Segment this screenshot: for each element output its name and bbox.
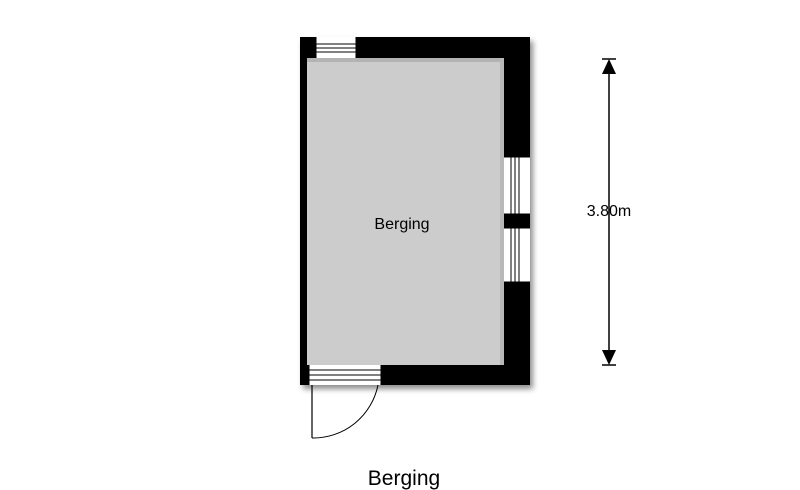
window-mullion — [504, 214, 530, 228]
dimension-arrow-bottom — [602, 350, 616, 365]
room-label: Berging — [374, 216, 429, 233]
dimension-arrow-top — [602, 59, 616, 74]
floor-shadow-right — [500, 58, 504, 365]
window-right-lower — [504, 227, 530, 283]
window-top — [315, 37, 357, 58]
floor-shadow-top — [307, 58, 504, 62]
dimension-line — [602, 58, 616, 366]
door — [308, 365, 382, 439]
door-swing-arc — [311, 384, 379, 439]
window-right-upper — [504, 156, 530, 215]
dimension-label: 3.80m — [587, 203, 631, 220]
room-floor — [307, 58, 504, 365]
plan-caption: Berging — [368, 467, 440, 490]
